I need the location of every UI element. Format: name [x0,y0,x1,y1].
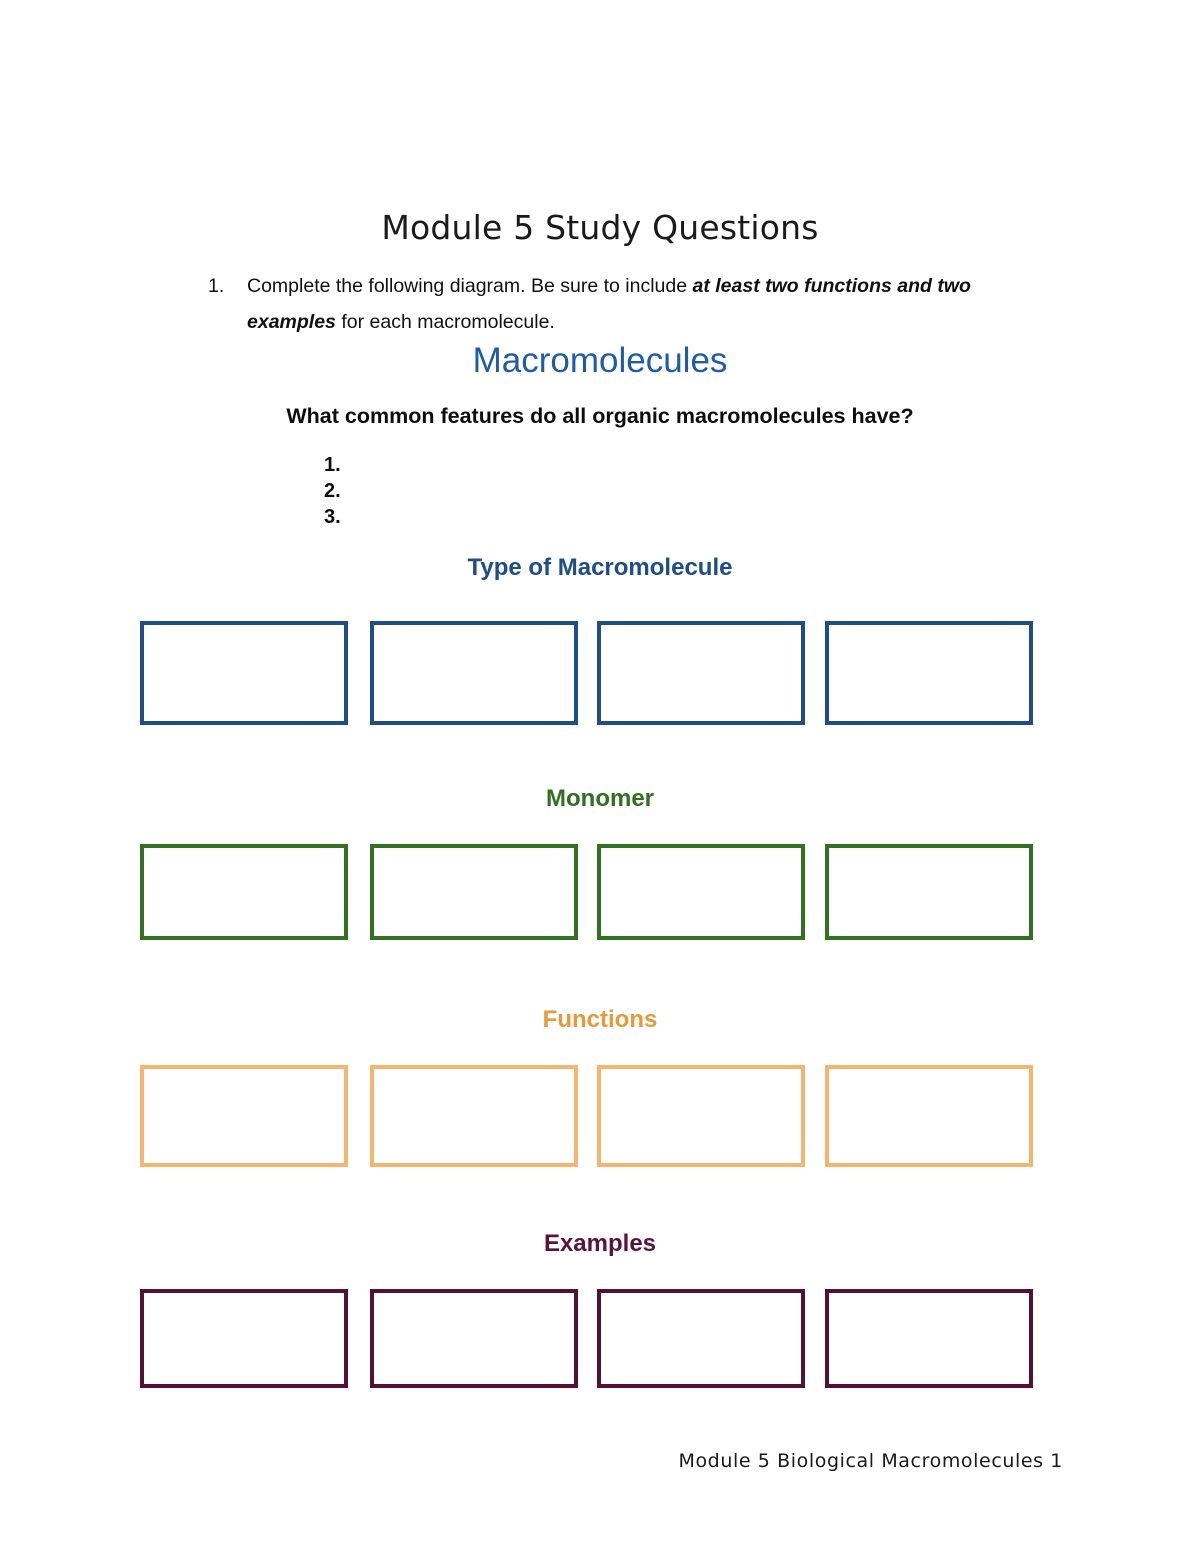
answer-box[interactable] [597,1289,805,1388]
section-heading-monomer: Monomer [546,785,654,812]
section-heading-type-of-macromolecule: Type of Macromolecule [467,554,733,581]
answer-box[interactable] [140,621,348,725]
answer-box[interactable] [597,1065,805,1167]
answer-box-row-examples [0,1289,1200,1393]
answer-box[interactable] [140,1289,348,1388]
common-features-list: 1. 2. 3. [324,452,341,530]
answer-box[interactable] [370,621,578,725]
instruction-text: Complete the following diagram. Be sure … [247,268,1008,340]
section-heading-examples: Examples [543,1230,657,1257]
list-item[interactable]: 3. [324,506,341,528]
page-title: Module 5 Study Questions [381,208,819,248]
instruction-emphasis: at least two functions and two examples [247,275,971,333]
macromolecules-heading: Macromolecules [472,341,728,380]
common-features-question: What common features do all organic macr… [286,404,914,428]
page-footer: Module 5 Biological Macromolecules 1 [678,1450,1063,1472]
answer-box-row-monomer [0,844,1200,948]
list-item[interactable]: 1. [324,454,341,476]
answer-box[interactable] [825,1289,1033,1388]
instruction-text-before: Complete the following diagram. Be sure … [247,275,693,297]
answer-box[interactable] [825,621,1033,725]
answer-box-row-functions [0,1065,1200,1169]
instruction-text-after: for each macromolecule. [335,311,555,333]
answer-box[interactable] [140,1065,348,1167]
instruction-number: 1. [208,275,225,297]
answer-box[interactable] [370,1289,578,1388]
answer-box[interactable] [597,844,805,940]
answer-box[interactable] [597,621,805,725]
answer-box[interactable] [370,1065,578,1167]
answer-box[interactable] [825,1065,1033,1167]
instruction-item-1: 1. Complete the following diagram. Be su… [208,268,1008,340]
section-heading-functions: Functions [542,1006,658,1033]
answer-box[interactable] [140,844,348,940]
answer-box-row-type-of-macromolecule [0,621,1200,725]
list-item[interactable]: 2. [324,480,341,502]
answer-box[interactable] [370,844,578,940]
answer-box[interactable] [825,844,1033,940]
